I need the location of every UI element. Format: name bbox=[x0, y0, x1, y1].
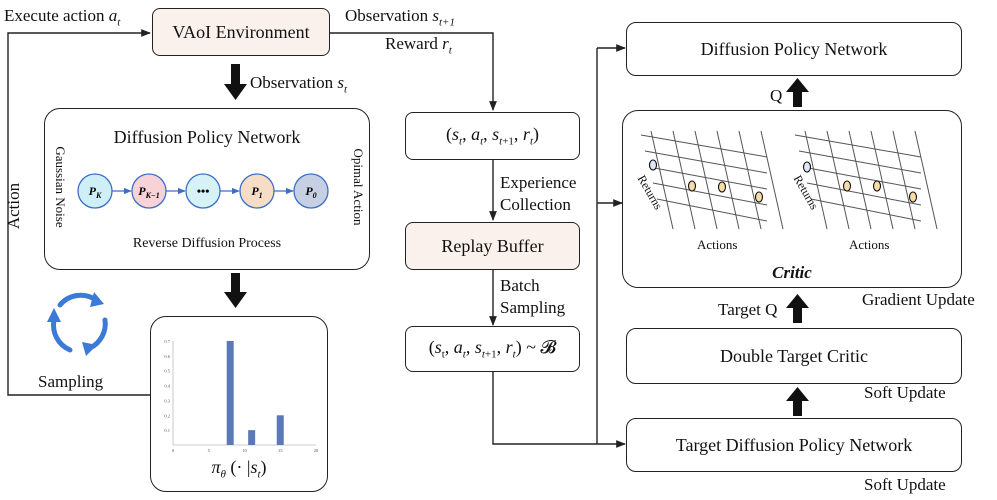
y-tick-label: 0.2 bbox=[164, 413, 170, 418]
reverse-diffusion-label: Reverse Diffusion Process bbox=[132, 236, 282, 251]
chain-node bbox=[293, 173, 329, 209]
pi-box: 0.1 0.2 0.3 0.4 0.5 0.6 0.7 0 5 10 15 20 πθ (· |st) bbox=[150, 316, 328, 492]
batch-label: Batch bbox=[500, 276, 540, 295]
policy-top-label: Diffusion Policy Network bbox=[700, 38, 888, 59]
gradient-update-label: Gradient Update bbox=[862, 290, 975, 309]
critic-point bbox=[687, 180, 697, 192]
y-tick-label: 0.1 bbox=[164, 428, 170, 433]
replay-buffer-label: Replay Buffer bbox=[441, 235, 544, 256]
thick-arrow-up-targetq bbox=[786, 294, 809, 323]
batch-tuple-box: (st, at, st+1, rt) ~ 𝓑 bbox=[405, 326, 580, 372]
mini-bar-chart: 0.1 0.2 0.3 0.4 0.5 0.6 0.7 0 5 10 15 20 bbox=[164, 339, 319, 453]
critic-grid bbox=[640, 130, 784, 230]
transition-tuple-box: (st, at, st+1, rt) bbox=[405, 112, 580, 160]
soft-update-label-1: Soft Update bbox=[864, 383, 946, 402]
batch-to-target-line bbox=[492, 372, 626, 448]
reward-label: Reward rt bbox=[385, 34, 452, 57]
pi-label: πθ (· |st) bbox=[211, 457, 267, 481]
x-tick-label: 5 bbox=[208, 448, 211, 453]
obs-next-label: Observation st+1 bbox=[345, 6, 455, 29]
thick-arrow-up-q bbox=[786, 78, 809, 107]
thick-arrow-up-soft bbox=[786, 387, 809, 416]
action-loop-line bbox=[7, 29, 151, 396]
y-tick-label: 0.7 bbox=[164, 339, 170, 344]
execute-action-label: Execute action at bbox=[4, 6, 121, 29]
q-label: Q bbox=[770, 86, 783, 105]
x-tick-label: 20 bbox=[314, 448, 319, 453]
critic-point bbox=[717, 181, 727, 193]
env-box: VAoI Environment bbox=[152, 8, 330, 56]
critic-box: Returns Returns Actions Actions Critic bbox=[622, 110, 962, 288]
batch-sampling-label: Sampling bbox=[500, 298, 566, 317]
chain-node-label: ••• bbox=[197, 184, 210, 198]
experience-label: Experience bbox=[500, 173, 577, 192]
actions-label-2: Actions bbox=[849, 237, 890, 252]
x-tick-label: 15 bbox=[278, 448, 283, 453]
target-policy-box: Target Diffusion Policy Network bbox=[626, 418, 962, 472]
bar bbox=[276, 415, 284, 445]
critic-title: Critic bbox=[772, 263, 812, 282]
action-vertical-label: Action bbox=[4, 182, 23, 230]
double-target-critic-box: Double Target Critic bbox=[626, 328, 962, 384]
bar bbox=[226, 341, 234, 445]
diffusion-policy-box: Diffusion Policy Network Gaussian Noise … bbox=[44, 108, 370, 270]
chain-node-label: P0 bbox=[305, 184, 316, 200]
soft-update-label-2: Soft Update bbox=[864, 475, 946, 494]
bar bbox=[248, 430, 256, 445]
critic-point bbox=[802, 161, 812, 173]
actions-label-1: Actions bbox=[697, 237, 738, 252]
y-tick-label: 0.3 bbox=[164, 398, 170, 403]
critic-point bbox=[908, 191, 918, 203]
critic-point bbox=[648, 159, 658, 171]
replay-buffer-box: Replay Buffer bbox=[405, 222, 580, 270]
thick-arrow-down-2 bbox=[224, 273, 247, 308]
sampling-label: Sampling bbox=[38, 372, 104, 391]
observation-st-label: Observation st bbox=[250, 73, 348, 96]
critic-point bbox=[842, 180, 852, 192]
policy-top-box: Diffusion Policy Network bbox=[626, 22, 962, 76]
x-tick-label: 0 bbox=[172, 448, 175, 453]
y-tick-label: 0.6 bbox=[164, 354, 170, 359]
collection-label: Collection bbox=[500, 195, 571, 214]
target-policy-label: Target Diffusion Policy Network bbox=[675, 434, 913, 455]
y-tick-label: 0.5 bbox=[164, 369, 170, 374]
policy-title: Diffusion Policy Network bbox=[113, 127, 301, 147]
target-q-label: Target Q bbox=[718, 300, 778, 319]
critic-point bbox=[754, 191, 764, 203]
thick-arrow-down-1 bbox=[224, 64, 247, 100]
double-target-label: Double Target Critic bbox=[719, 345, 869, 366]
x-tick-label: 10 bbox=[242, 448, 247, 453]
env-label: VAoI Environment bbox=[172, 21, 310, 42]
critic-grid bbox=[794, 130, 938, 230]
critic-point bbox=[872, 180, 882, 192]
critic-grids bbox=[640, 130, 938, 230]
chain-node-label: P1 bbox=[251, 184, 262, 200]
y-tick-label: 0.4 bbox=[164, 384, 170, 389]
env-to-tuple-line bbox=[330, 32, 497, 111]
